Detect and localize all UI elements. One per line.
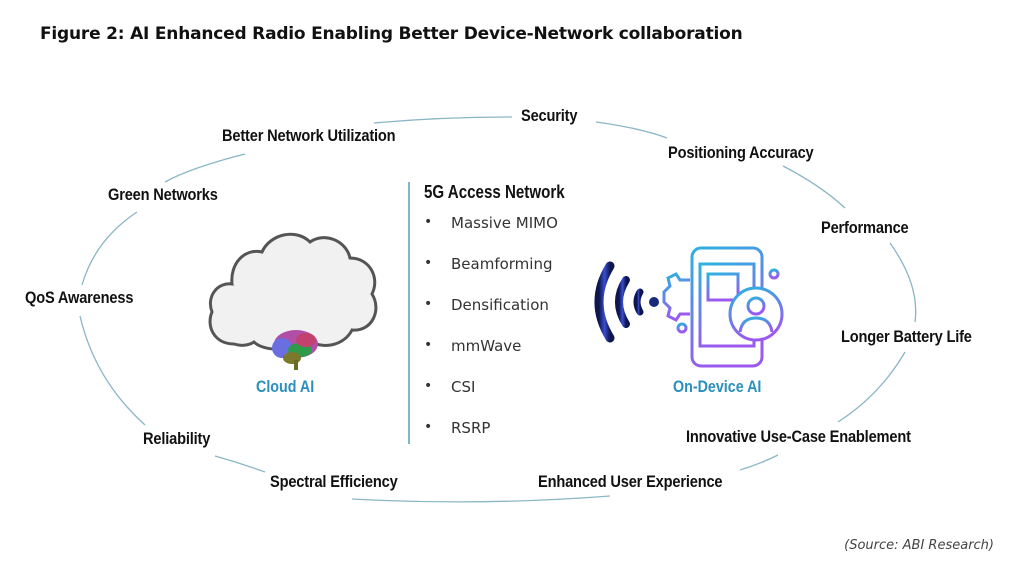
node-spectral-efficiency: Spectral Efficiency bbox=[270, 472, 398, 491]
arc-innovative-enhanced bbox=[739, 454, 779, 471]
access-network-list: • Massive MIMO • Beamforming • Densificatio… bbox=[424, 214, 558, 460]
list-item: • Beamforming bbox=[424, 255, 558, 296]
arc-positioning-performance bbox=[782, 165, 846, 209]
bullet-icon: • bbox=[424, 378, 433, 394]
list-item: • Densification bbox=[424, 296, 558, 337]
arc-performance-battery bbox=[889, 242, 917, 323]
node-reliability: Reliability bbox=[143, 429, 211, 448]
node-qos-awareness: QoS Awareness bbox=[25, 288, 134, 307]
center-divider bbox=[408, 182, 410, 444]
list-item: • CSI bbox=[424, 378, 558, 419]
node-security: Security bbox=[521, 106, 578, 125]
list-item-label: Densification bbox=[451, 296, 549, 314]
arc-utilization-security bbox=[373, 116, 513, 124]
wireless-signal-icon bbox=[594, 261, 659, 343]
list-item-label: RSRP bbox=[451, 419, 491, 437]
on-device-ai-label: On-Device AI bbox=[673, 377, 762, 396]
node-positioning-accuracy: Positioning Accuracy bbox=[668, 143, 814, 162]
node-enhanced-user-experience: Enhanced User Experience bbox=[538, 472, 723, 491]
list-item-label: CSI bbox=[451, 378, 476, 396]
bullet-icon: • bbox=[424, 337, 433, 353]
list-item: • mmWave bbox=[424, 337, 558, 378]
list-item: • RSRP bbox=[424, 419, 558, 460]
arc-battery-innovative bbox=[837, 351, 906, 423]
list-item-label: Massive MIMO bbox=[451, 214, 558, 232]
bullet-icon: • bbox=[424, 296, 433, 312]
node-innovative-use-case-enablement: Innovative Use-Case Enablement bbox=[686, 427, 911, 446]
bullet-icon: • bbox=[424, 419, 433, 435]
list-item-label: Beamforming bbox=[451, 255, 553, 273]
smartphone-ai-icon bbox=[662, 244, 784, 368]
list-item: • Massive MIMO bbox=[424, 214, 558, 255]
arc-enhanced-spectral bbox=[351, 495, 611, 503]
arc-qos-green bbox=[81, 211, 138, 286]
bullet-icon: • bbox=[424, 255, 433, 271]
arc-reliability-qos bbox=[79, 315, 146, 426]
node-performance: Performance bbox=[821, 218, 909, 237]
bullet-icon: • bbox=[424, 214, 433, 230]
node-longer-battery-life: Longer Battery Life bbox=[841, 327, 972, 346]
figure-source: (Source: ABI Research) bbox=[844, 538, 994, 553]
node-better-network-utilization: Better Network Utilization bbox=[222, 126, 396, 145]
figure-title: Figure 2: AI Enhanced Radio Enabling Bet… bbox=[40, 24, 743, 44]
list-item-label: mmWave bbox=[451, 337, 522, 355]
brain-icon bbox=[272, 330, 318, 370]
arc-security-positioning bbox=[595, 121, 668, 139]
arc-spectral-reliability bbox=[214, 455, 266, 473]
arc-green-utilization bbox=[164, 153, 246, 183]
access-network-title: 5G Access Network bbox=[424, 182, 565, 202]
cloud-ai-label: Cloud AI bbox=[256, 377, 315, 396]
node-green-networks: Green Networks bbox=[108, 185, 218, 204]
